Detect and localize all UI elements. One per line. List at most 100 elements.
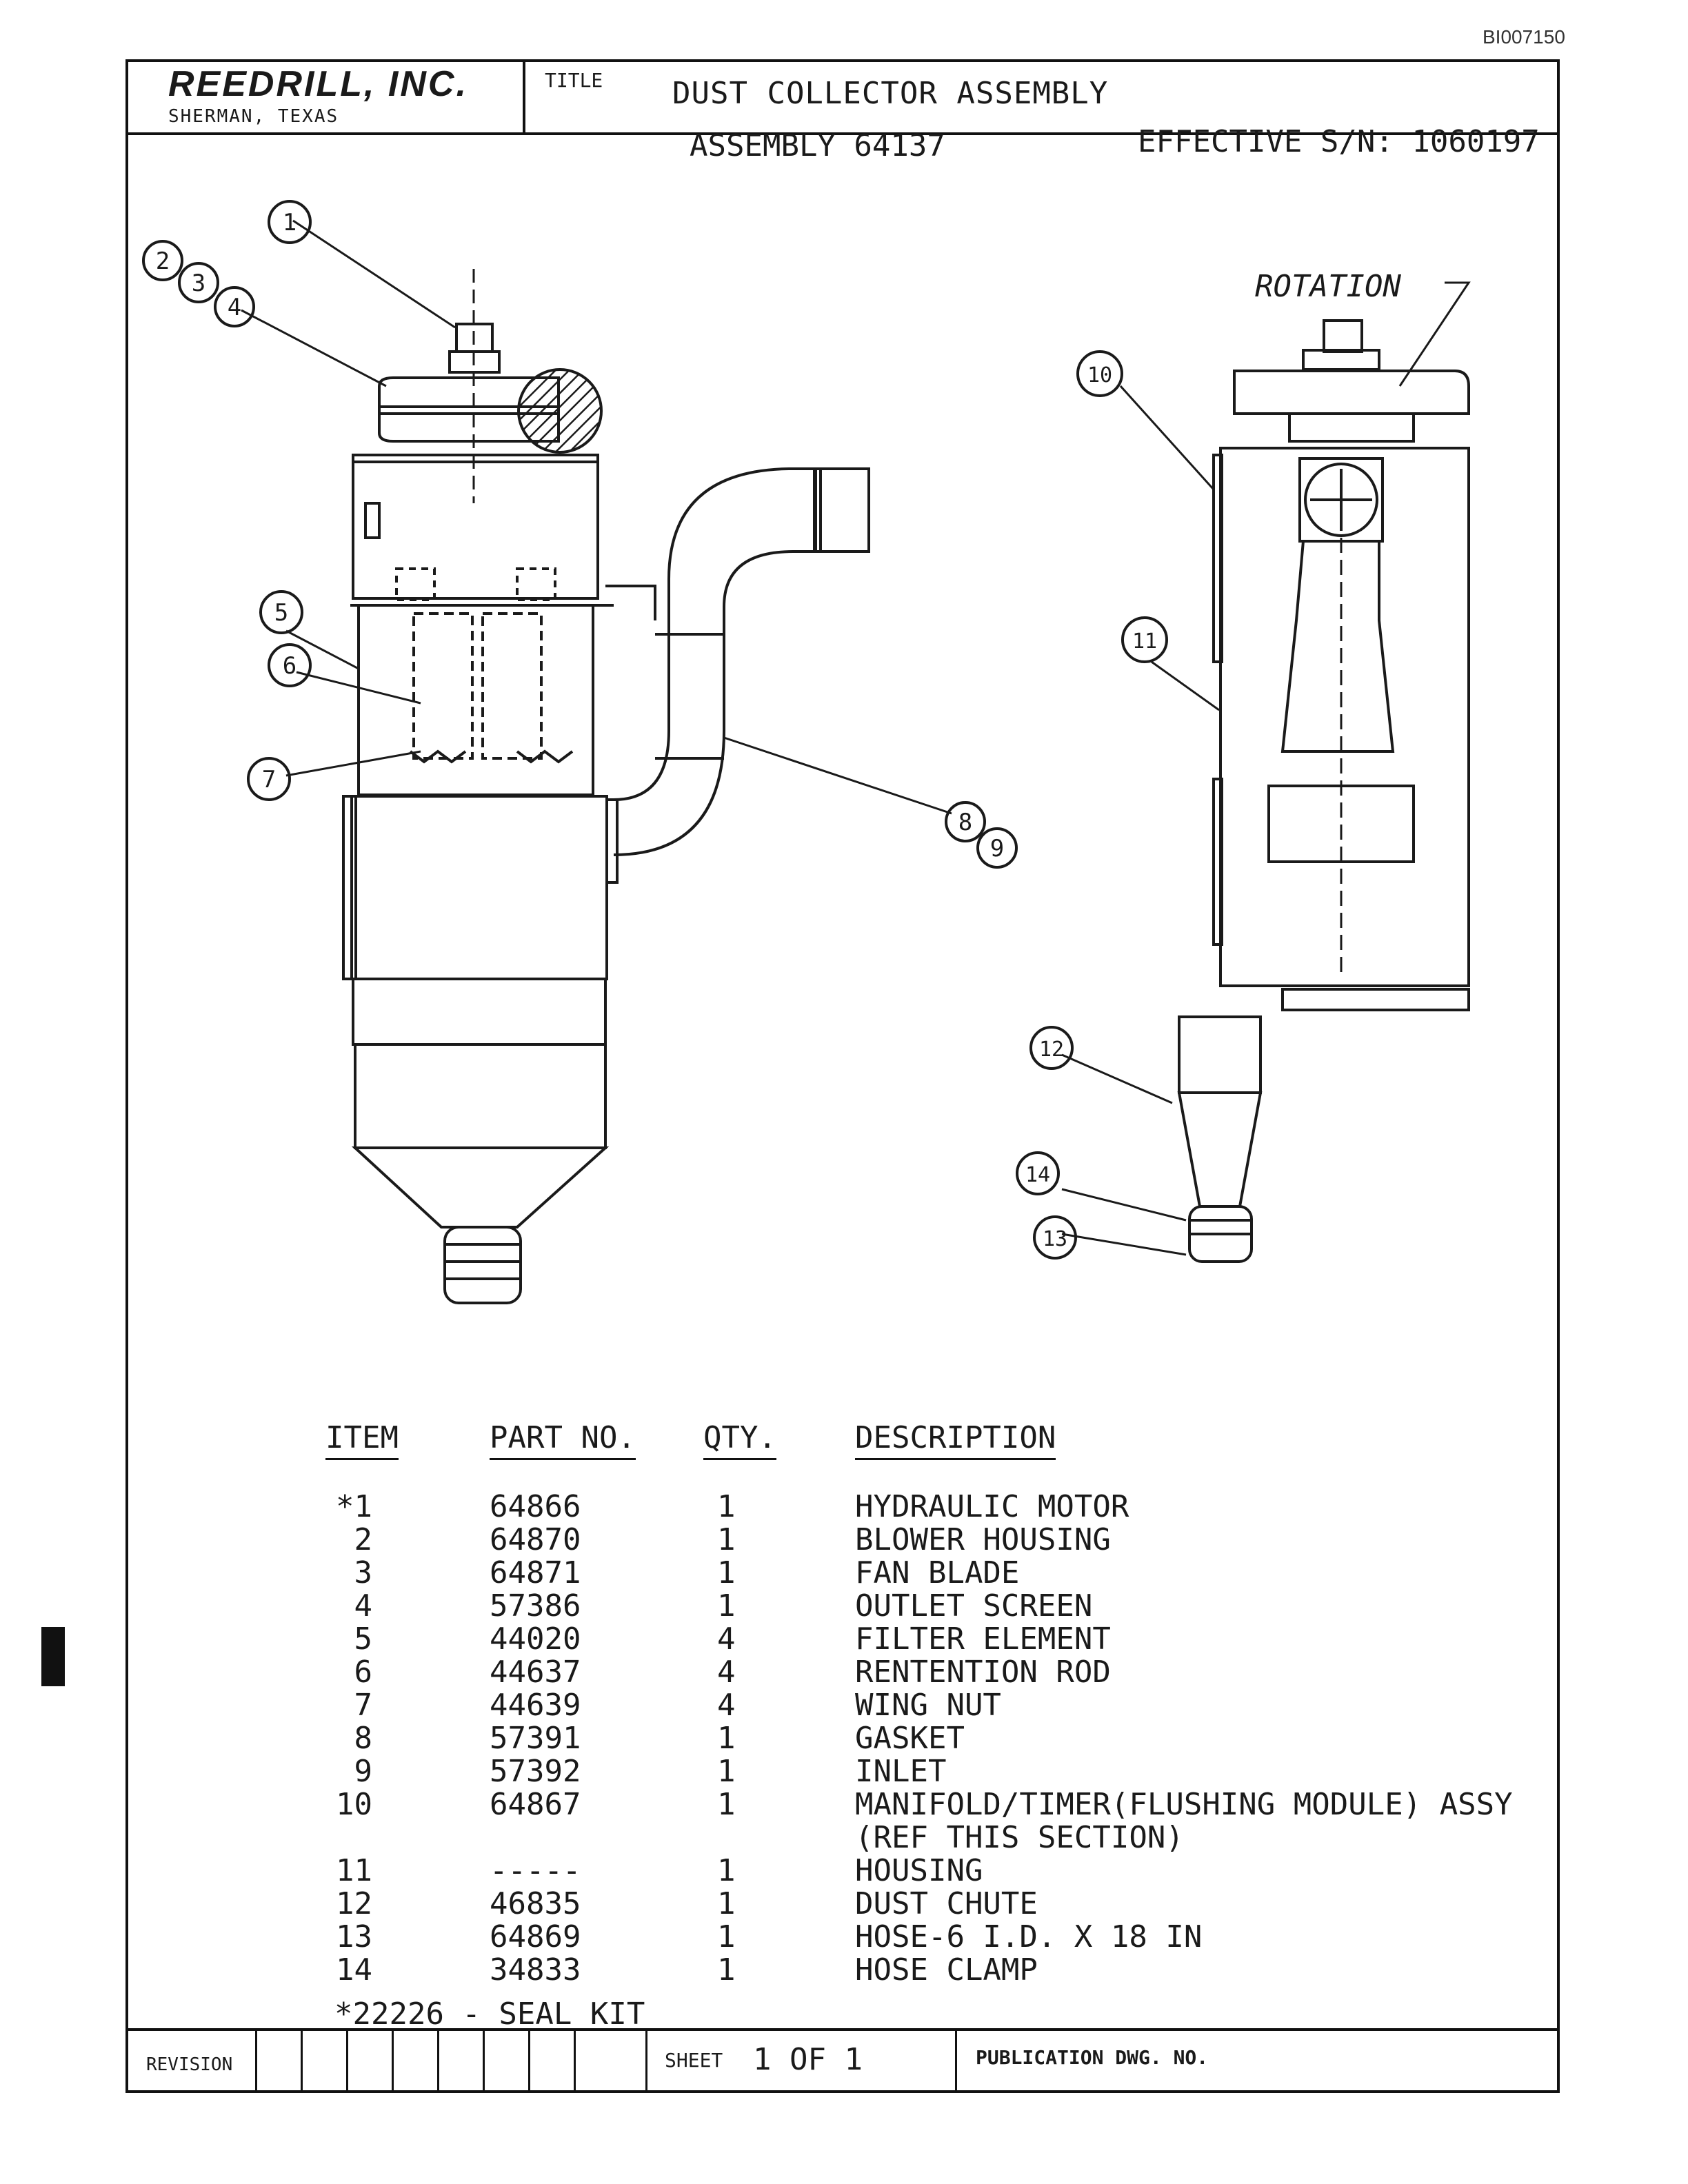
front-view (342, 269, 870, 1304)
revision-cells (255, 2028, 619, 2093)
qty-cell: 1 (717, 1886, 736, 1921)
revision-cell (346, 2028, 392, 2093)
part-no-cell: 44639 (490, 1688, 581, 1723)
table-row: 4 57386 1 OUTLET SCREEN (317, 1588, 1489, 1624)
sheet-value: 1 OF 1 (753, 2042, 863, 2077)
qty-cell: 1 (717, 1588, 736, 1624)
item-cell: 6 (354, 1655, 373, 1690)
callout-6: 6 (268, 643, 312, 687)
table-row: 14 34833 1 HOSE CLAMP (317, 1952, 1489, 1988)
description-cell: BLOWER HOUSING (855, 1522, 1111, 1557)
part-no-cell: 64870 (490, 1522, 581, 1557)
description-cell: RENTENTION ROD (855, 1655, 1111, 1690)
item-cell: 13 (336, 1919, 372, 1954)
table-row: 5 44020 4 FILTER ELEMENT (317, 1621, 1489, 1657)
svg-text:3: 3 (192, 270, 205, 297)
qty-cell: 1 (717, 1919, 736, 1954)
callout-7: 7 (247, 757, 291, 801)
item-cell: 7 (354, 1688, 373, 1723)
callout-3: 3 (178, 262, 219, 303)
description-cell: HOSE CLAMP (855, 1952, 1038, 1988)
seal-kit-note: *22226 - SEAL KIT (334, 1996, 645, 2032)
table-row: (REF THIS SECTION) (317, 1820, 1489, 1855)
part-no-cell: 64867 (490, 1787, 581, 1822)
table-row: 6 44637 4 RENTENTION ROD (317, 1655, 1489, 1690)
revision-cell (528, 2028, 574, 2093)
table-row: *1 64866 1 HYDRAULIC MOTOR (317, 1489, 1489, 1524)
part-no-cell: 34833 (490, 1952, 581, 1988)
part-no-cell: 46835 (490, 1886, 581, 1921)
description-cell: HYDRAULIC MOTOR (855, 1489, 1129, 1524)
qty-cell: 1 (717, 1853, 736, 1888)
svg-text:14: 14 (1025, 1163, 1050, 1187)
header-description: DESCRIPTION (855, 1420, 1056, 1460)
part-no-cell: 44020 (490, 1621, 581, 1657)
item-cell: 12 (336, 1886, 372, 1921)
description-cell: HOSE-6 I.D. X 18 IN (855, 1919, 1203, 1954)
qty-cell: 4 (717, 1688, 736, 1723)
callout-4: 4 (214, 286, 255, 327)
qty-cell: 1 (717, 1555, 736, 1590)
table-row: 8 57391 1 GASKET (317, 1721, 1489, 1756)
callout-10: 10 (1076, 350, 1123, 397)
part-no-cell: 57391 (490, 1721, 581, 1756)
table-row: 12 46835 1 DUST CHUTE (317, 1886, 1489, 1921)
header-item: ITEM (325, 1420, 399, 1460)
revision-cell (301, 2028, 346, 2093)
callout-8: 8 (945, 801, 986, 842)
qty-cell: 1 (717, 1522, 736, 1557)
item-cell: *1 (336, 1489, 372, 1524)
revision-cell (574, 2028, 619, 2093)
description-cell: WING NUT (855, 1688, 1001, 1723)
item-cell: 10 (336, 1787, 372, 1822)
qty-cell: 1 (717, 1952, 736, 1988)
callout-9: 9 (976, 827, 1018, 869)
item-cell: 9 (354, 1754, 373, 1789)
svg-text:7: 7 (262, 766, 276, 793)
qty-cell: 4 (717, 1621, 736, 1657)
svg-text:1: 1 (283, 209, 297, 236)
svg-text:4: 4 (228, 294, 241, 321)
table-row: 11 ----- 1 HOUSING (317, 1853, 1489, 1888)
callout-2: 2 (142, 240, 183, 281)
svg-text:12: 12 (1039, 1038, 1064, 1062)
callout-11: 11 (1121, 616, 1168, 663)
company-location: SHERMAN, TEXAS (168, 106, 339, 127)
drawing-title: DUST COLLECTOR ASSEMBLY (672, 76, 1109, 111)
qty-cell: 4 (717, 1655, 736, 1690)
description-cell: OUTLET SCREEN (855, 1588, 1093, 1624)
title-block (125, 59, 1560, 135)
header-qty: QTY. (703, 1420, 776, 1460)
rotation-label: ROTATION (1255, 269, 1401, 304)
svg-text:9: 9 (990, 835, 1004, 862)
callout-12: 12 (1029, 1026, 1074, 1070)
revision-label: REVISION (146, 2054, 233, 2075)
svg-text:5: 5 (274, 599, 288, 627)
company-name: REEDRILL, INC. (168, 64, 468, 104)
header-part-no: PART NO. (490, 1420, 636, 1460)
table-row: 13 64869 1 HOSE-6 I.D. X 18 IN (317, 1919, 1489, 1954)
revision-strip (125, 2028, 1560, 2093)
description-cell: MANIFOLD/TIMER(FLUSHING MODULE) ASSY (855, 1787, 1513, 1822)
table-row: 3 64871 1 FAN BLADE (317, 1555, 1489, 1590)
svg-text:11: 11 (1132, 629, 1157, 654)
revision-cell (437, 2028, 483, 2093)
callout-13: 13 (1033, 1215, 1077, 1260)
document-id: BI007150 (1483, 26, 1565, 48)
description-cell: (REF THIS SECTION) (855, 1820, 1184, 1855)
description-cell: FILTER ELEMENT (855, 1621, 1111, 1657)
item-cell: 11 (336, 1853, 372, 1888)
part-no-cell: 64866 (490, 1489, 581, 1524)
description-cell: GASKET (855, 1721, 965, 1756)
svg-text:10: 10 (1087, 363, 1112, 387)
description-cell: FAN BLADE (855, 1555, 1020, 1590)
svg-text:13: 13 (1043, 1227, 1067, 1251)
part-no-cell: 64871 (490, 1555, 581, 1590)
qty-cell: 1 (717, 1489, 736, 1524)
side-view (1177, 319, 1470, 1263)
revision-cell (483, 2028, 528, 2093)
item-cell: 2 (354, 1522, 373, 1557)
publication-dwg-label: PUBLICATION DWG. NO. (976, 2046, 1209, 2069)
sheet-label: SHEET (665, 2049, 723, 2072)
qty-cell: 1 (717, 1721, 736, 1756)
